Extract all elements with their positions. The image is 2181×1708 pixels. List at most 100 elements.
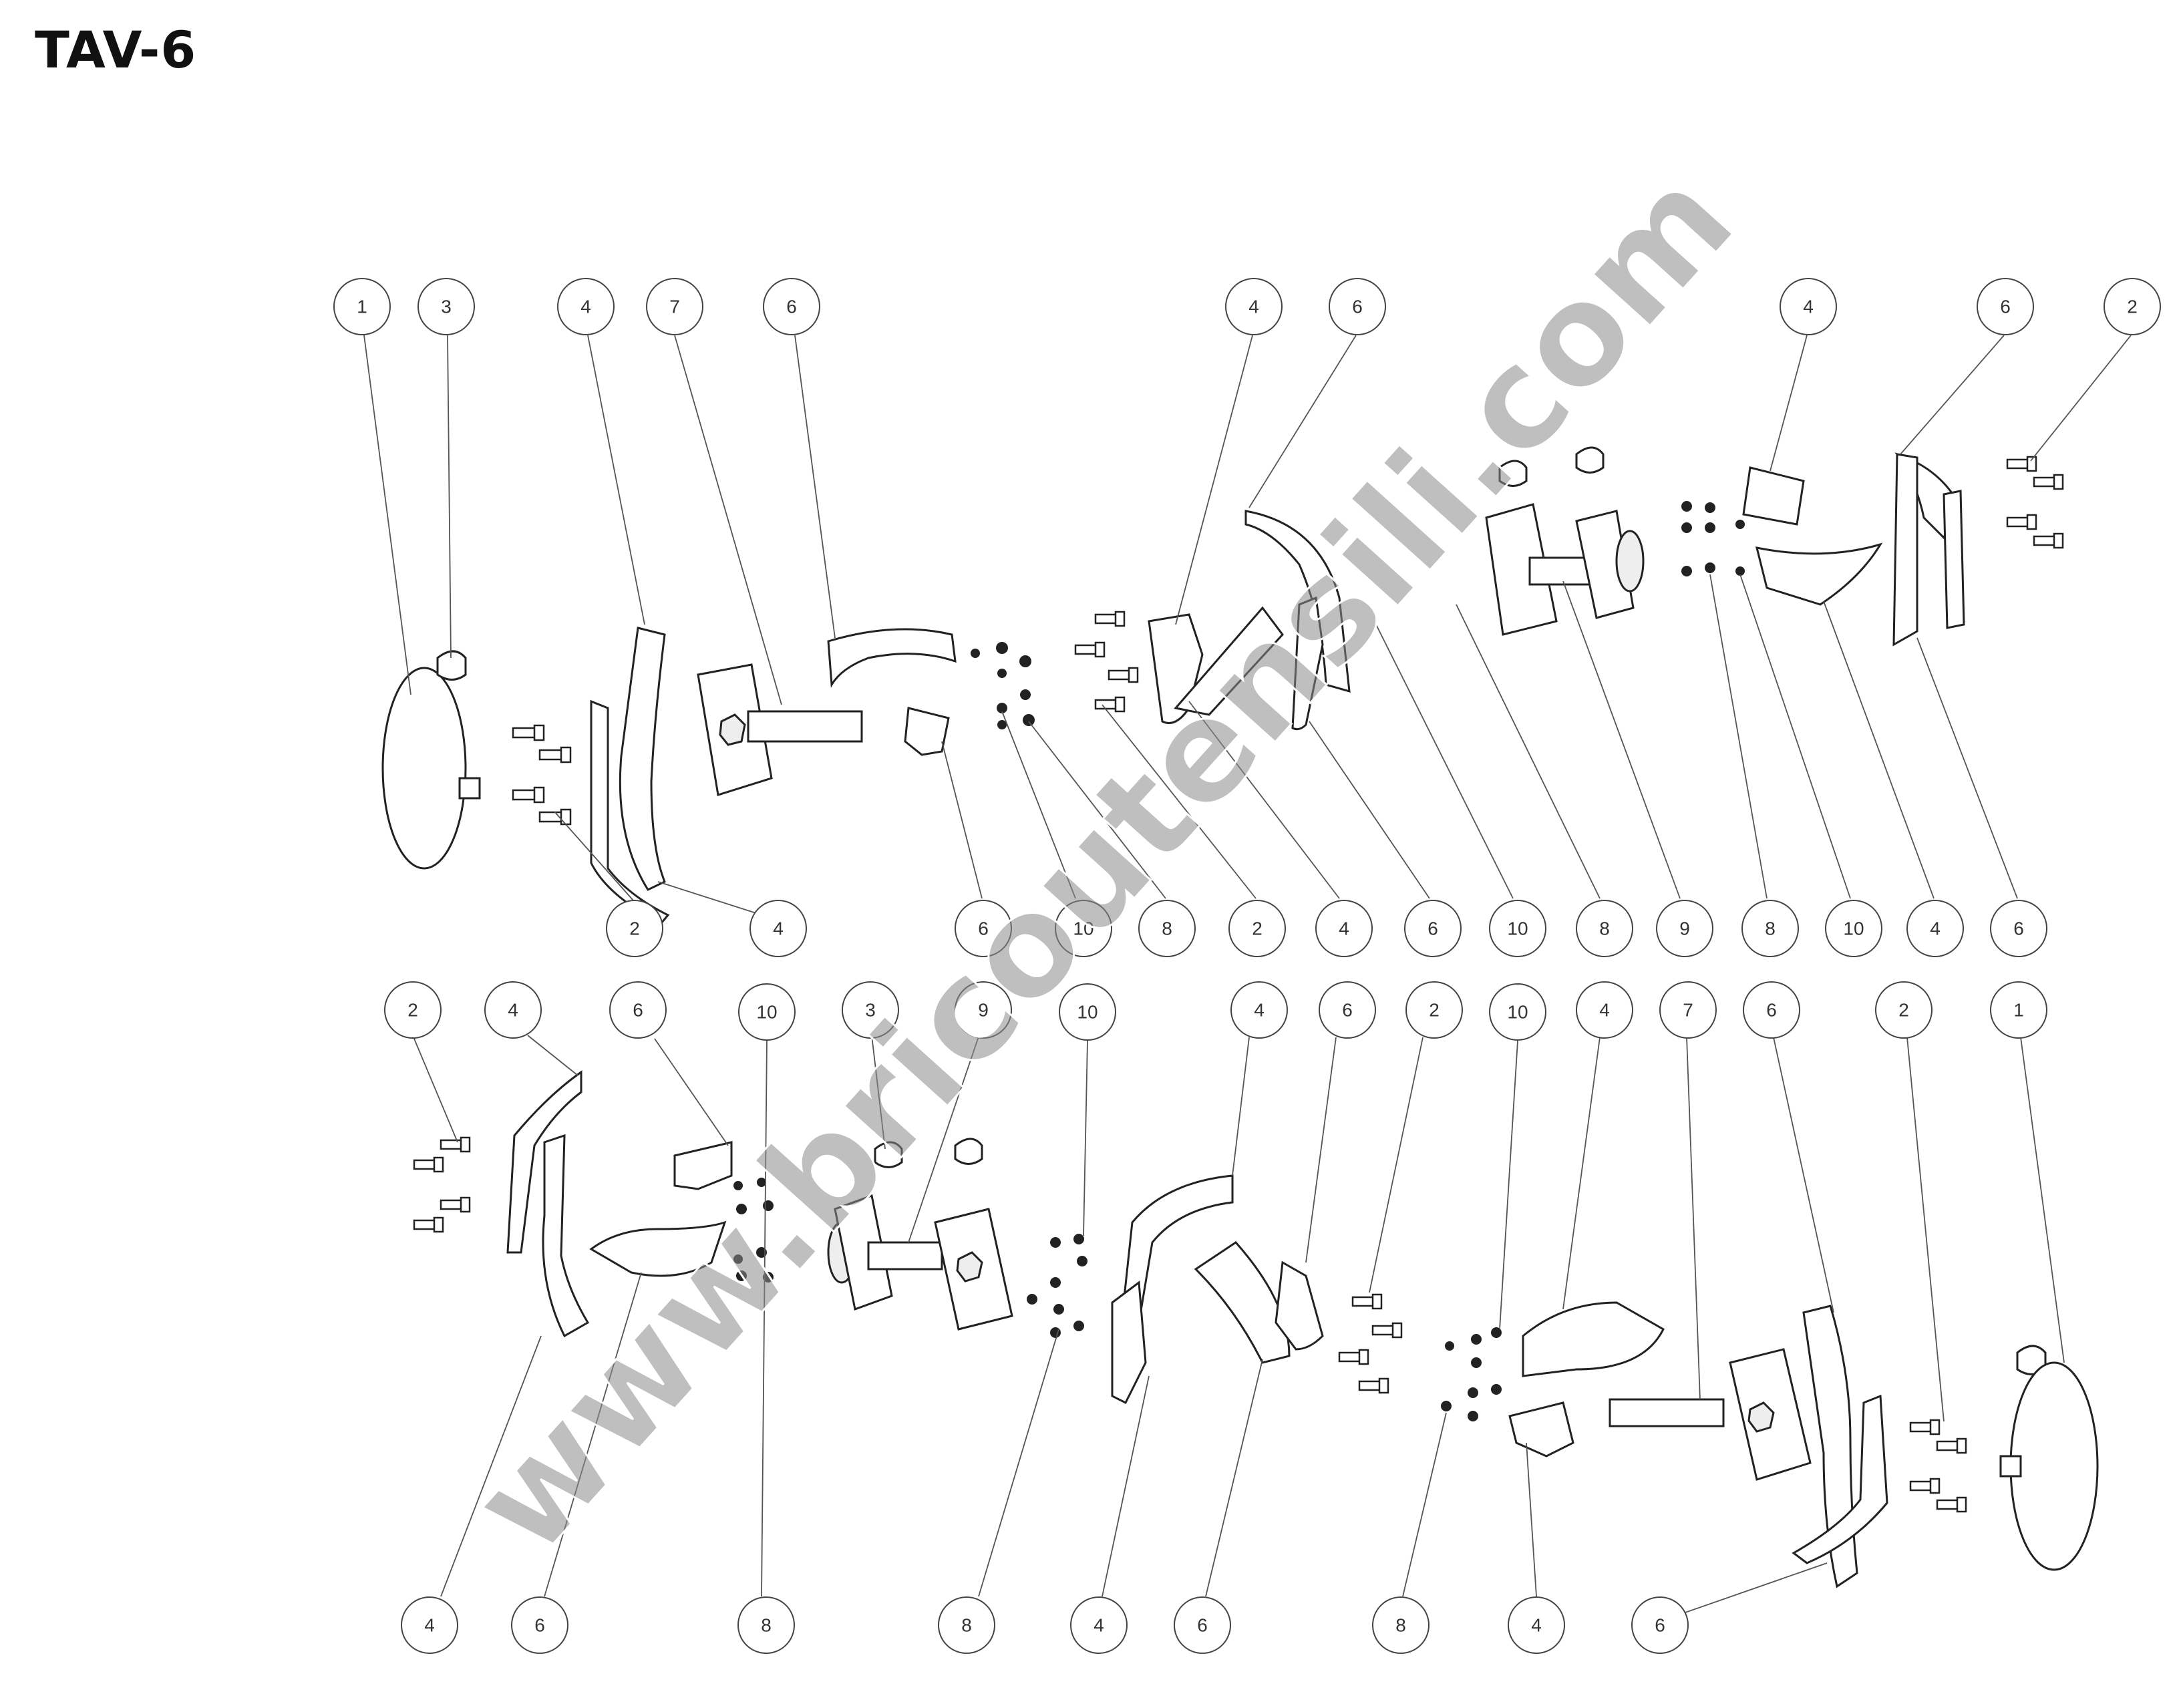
callout-bubble: 4 [1906,900,1964,957]
blade [589,1220,727,1277]
svg-text:4: 4 [1531,1615,1542,1636]
blade [1755,542,1883,606]
hub-ring [1615,530,1645,592]
svg-text:8: 8 [1765,918,1776,939]
svg-text:8: 8 [961,1615,972,1636]
callout-bubble: 4 [1780,278,1837,335]
svg-text:3: 3 [865,1000,876,1021]
svg-text:1: 1 [2013,1000,2024,1021]
svg-text:2: 2 [629,918,640,939]
side-disc [2009,1361,2099,1571]
svg-text:10: 10 [1073,918,1094,939]
leader-lines [363,335,2132,1614]
callout-bubble: 8 [1576,900,1633,957]
bottom-upper-callouts: 2 4 6 10 3 9 10 4 6 2 10 4 7 6 2 1 [384,981,2047,1041]
svg-text:1: 1 [357,297,367,317]
callout-bubble: 1 [1990,981,2047,1039]
callout-bubble: 4 [1230,981,1288,1039]
svg-text:10: 10 [1507,918,1528,939]
svg-text:2: 2 [1429,1000,1440,1021]
svg-text:8: 8 [761,1615,772,1636]
svg-text:7: 7 [669,297,680,317]
callout-bubble: 2 [2104,278,2161,335]
flange-plate [834,1194,893,1311]
blade-mount [1792,1394,1888,1564]
nut-group [971,642,1035,729]
svg-text:2: 2 [1252,918,1263,939]
svg-text:10: 10 [756,1002,777,1023]
svg-text:8: 8 [1599,918,1610,939]
callout-bubble: 6 [1743,981,1800,1039]
svg-text:4: 4 [1094,1615,1104,1636]
svg-text:6: 6 [534,1615,545,1636]
callout-bubble: 3 [417,278,475,335]
svg-text:4: 4 [508,1000,518,1021]
callout-bubble: 10 [1825,900,1882,957]
bolt-group [512,724,572,826]
svg-text:6: 6 [978,918,989,939]
diagram-title: TAV-6 [35,20,197,79]
callout-bubble: 8 [938,1596,995,1654]
svg-text:6: 6 [1352,297,1363,317]
blade-mount [1275,1260,1324,1351]
callout-bubble: 8 [1138,900,1196,957]
bolt-group [1074,611,1139,713]
svg-text:4: 4 [1339,918,1349,939]
svg-text:2: 2 [1898,1000,1909,1021]
callout-bubble: 9 [955,981,1012,1039]
nut-group [1681,501,1745,576]
callout-bubble: 3 [842,981,899,1039]
callout-bubble: 6 [1990,900,2047,957]
blade-mount [1291,596,1324,731]
blade-mount [1508,1401,1574,1458]
shaft [1609,1398,1725,1427]
svg-text:6: 6 [1342,1000,1353,1021]
cap [436,650,467,681]
svg-text:6: 6 [1428,918,1438,939]
svg-text:6: 6 [2013,918,2024,939]
blade-mount [1111,1280,1147,1405]
svg-text:4: 4 [1599,1000,1610,1021]
callout-bubble: 4 [1315,900,1373,957]
disc-hub [458,777,481,800]
svg-text:4: 4 [424,1615,435,1636]
callout-bubble: 10 [738,983,796,1041]
svg-text:4: 4 [580,297,591,317]
callout-bubble: 4 [1225,278,1283,335]
svg-text:8: 8 [1395,1615,1406,1636]
svg-text:4: 4 [1254,1000,1265,1021]
nut-group [1441,1327,1502,1421]
callout-bubble: 10 [1489,900,1546,957]
callout-bubble: 8 [737,1596,795,1654]
cap [874,1141,903,1168]
svg-text:4: 4 [1248,297,1259,317]
bolt-group [413,1136,471,1233]
side-disc [381,667,467,870]
blade-mount [1892,453,1918,647]
callout-bubble: 6 [763,278,820,335]
callout-bubble: 8 [1741,900,1799,957]
blade-mount [673,1141,733,1190]
callout-bubble: 10 [1059,983,1116,1041]
blade-mount [542,1134,590,1338]
callout-bubble: 6 [1319,981,1376,1039]
cap [954,1138,983,1165]
callout-bubble: 6 [511,1596,568,1654]
callout-bubble: 4 [1508,1596,1565,1654]
callout-bubble: 4 [749,900,807,957]
cap [1575,446,1605,474]
bottom-lower-callouts: 4 6 8 8 4 6 8 4 6 [401,1596,1689,1654]
callout-bubble: 4 [557,278,615,335]
top-upper-callouts: 1 3 4 7 6 4 6 4 6 2 [333,278,2161,335]
svg-text:6: 6 [1655,1615,1665,1636]
callout-bubble: 6 [609,981,667,1039]
blade-mount [1943,490,1965,629]
callout-bubble: 7 [1659,981,1717,1039]
svg-text:2: 2 [2127,297,2138,317]
blade [1121,1174,1234,1325]
callout-bubble: 4 [1576,981,1633,1039]
svg-text:6: 6 [633,1000,643,1021]
blade [619,627,666,891]
shaft [867,1241,943,1270]
blade [827,628,957,688]
